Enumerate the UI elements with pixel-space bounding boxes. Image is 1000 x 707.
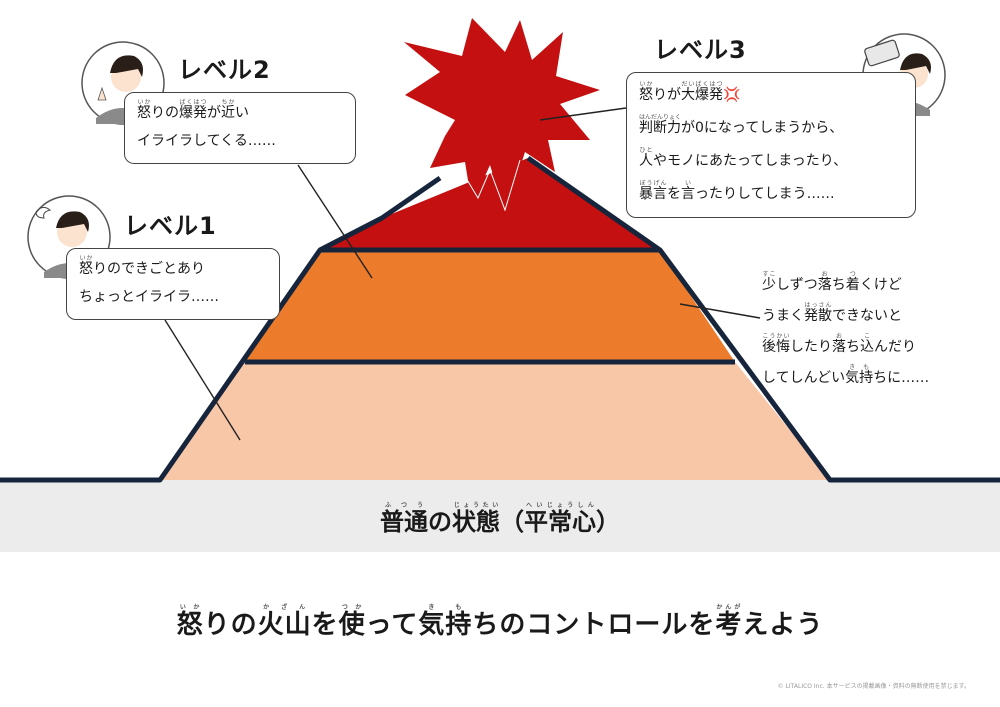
cooldown-note: 少すこしずつ落おち着つくけど うまく発散はっさんできないと 後悔こうかいしたり落… xyxy=(762,270,929,394)
explosion-burst xyxy=(404,18,600,214)
mountain-outline-right xyxy=(526,155,1000,483)
mountain-outline-left xyxy=(0,175,442,483)
base-caption: 普通ふつうの状態じょうたい（平常心へいじょうしん） xyxy=(380,502,620,536)
cooldown-line-4: してしんどい気き持もちに…… xyxy=(762,364,930,386)
copyright-note: © LITALICO Inc. 本サービスの掲載画像・資料の無断使用を禁じます。 xyxy=(777,683,970,690)
level-2-title: レベル2 xyxy=(178,56,271,84)
cooldown-line-3: 後悔こうかいしたり落おち込こんだり xyxy=(762,333,916,355)
level-2-line-2: イライラしてくる…… xyxy=(137,133,276,149)
level-3-bubble: 怒いかりが大爆発だいばくはつ💢 判断力はんだんりょくが0になってしまうから、 人… xyxy=(626,72,916,218)
level-2-line-1: 怒いかりの爆発ばくはつが近ちかい xyxy=(137,99,249,121)
cooldown-line-1: 少すこしずつ落おち着つくけど xyxy=(762,271,902,293)
level-1-bubble: 怒いかりのできごとあり ちょっとイライラ…… xyxy=(66,248,280,320)
page-title: 怒いかりの火山かざんを使つかって気き持もちのコントロールを考かんがえよう xyxy=(176,604,824,640)
level-3-line-2: 判断力はんだんりょくが0になってしまうから、 xyxy=(639,114,844,136)
level-3-title: レベル3 xyxy=(654,36,747,64)
cooldown-line-2: うまく発散はっさんできないと xyxy=(762,302,902,324)
leader-line-level-2 xyxy=(297,164,373,279)
level-3-line-4: 暴言ぼうげんを言いったりしてしまう…… xyxy=(639,180,835,202)
leader-line-level-3 xyxy=(539,107,627,121)
level-1-title: レベル1 xyxy=(124,212,217,240)
level-1-layer xyxy=(160,362,830,480)
leader-line-cooldown xyxy=(679,303,761,319)
level-1-line-1: 怒いかりのできごとあり xyxy=(79,255,205,277)
level-1-line-2: ちょっとイライラ…… xyxy=(79,289,219,305)
crack-highlight xyxy=(459,159,521,212)
level-3-line-1: 怒いかりが大爆発だいばくはつ💢 xyxy=(639,81,741,103)
leader-line-level-1 xyxy=(164,319,241,441)
level-2-bubble: 怒いかりの爆発ばくはつが近ちかい イライラしてくる…… xyxy=(124,92,356,164)
level-2-layer xyxy=(245,250,735,362)
ground-band xyxy=(0,480,1000,552)
level-3-line-3: 人ひとやモノにあたってしまったり、 xyxy=(639,147,848,169)
level-3-layer xyxy=(320,158,660,250)
